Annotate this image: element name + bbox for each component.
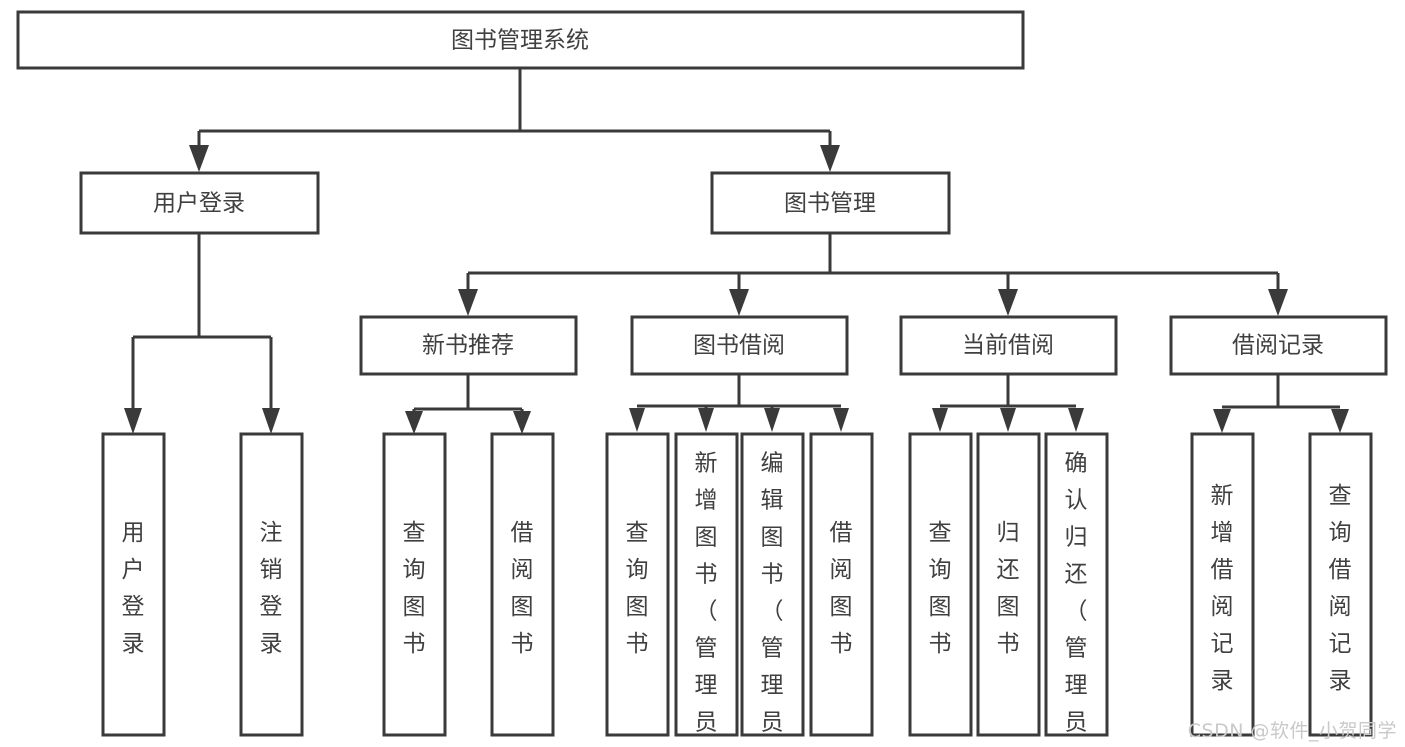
leaf-l4-label: 借阅图书 xyxy=(511,520,534,657)
node-borrow-box[interactable] xyxy=(630,315,849,376)
leaf-l8-box[interactable] xyxy=(809,432,874,737)
node-root[interactable]: 图书管理系统 xyxy=(16,10,1025,70)
leaf-l8-label: 借阅图书 xyxy=(830,520,853,657)
leaf-l4[interactable]: 借阅图书 xyxy=(490,432,555,737)
leaf-l5-box[interactable] xyxy=(605,432,670,737)
node-current-box[interactable] xyxy=(899,315,1118,376)
arrow-login-to-l1 xyxy=(124,408,142,434)
leaf-l12-label: 新增借阅记录 xyxy=(1211,483,1234,694)
leaf-l6-label: 新增图书（管理员） xyxy=(695,451,718,747)
connector-group-borrow xyxy=(629,374,849,432)
leaf-l4-box[interactable] xyxy=(490,432,555,737)
node-current[interactable]: 当前借阅 xyxy=(899,315,1118,376)
connector-group-login xyxy=(124,233,280,434)
arrow-newrec-to-l4 xyxy=(513,411,531,434)
leaf-l6[interactable]: 新增图书（管理员） xyxy=(674,432,739,747)
node-login-label: 用户登录 xyxy=(153,191,245,217)
node-borrow-label: 图书借阅 xyxy=(693,333,785,359)
leaf-l9[interactable]: 查询图书 xyxy=(908,432,973,737)
leaf-l13[interactable]: 查询借阅记录 xyxy=(1308,432,1373,737)
leaf-l9-label: 查询图书 xyxy=(929,520,952,657)
node-record-label: 借阅记录 xyxy=(1232,333,1324,359)
arrow-root-to-bookmg xyxy=(820,145,840,172)
arrow-current-to-l11 xyxy=(1068,408,1084,432)
arrow-borrow-to-l7 xyxy=(764,408,780,432)
leaf-l1[interactable]: 用户登录 xyxy=(101,432,166,737)
leaf-l12[interactable]: 新增借阅记录 xyxy=(1190,432,1255,737)
leaf-l12-box[interactable] xyxy=(1190,432,1255,737)
node-login-box[interactable] xyxy=(79,171,320,235)
arrow-bookmg-to-record xyxy=(1268,289,1288,316)
leaf-l3[interactable]: 查询图书 xyxy=(382,432,447,737)
arrow-login-to-l2 xyxy=(262,408,280,434)
connector-group-record xyxy=(1213,374,1349,433)
leaf-l10-box[interactable] xyxy=(976,432,1041,737)
leaf-l11-box[interactable] xyxy=(1044,432,1109,737)
connector-group-root xyxy=(189,68,840,172)
connector-group-newrec xyxy=(405,374,531,434)
leaf-l3-label: 查询图书 xyxy=(403,520,426,657)
arrow-bookmg-to-newrec xyxy=(458,289,478,316)
leaf-l1-label: 用户登录 xyxy=(122,520,145,657)
leaf-l1-box[interactable] xyxy=(101,432,166,737)
node-newrec[interactable]: 新书推荐 xyxy=(359,315,578,376)
leaf-l7[interactable]: 编辑图书（管理员） xyxy=(740,432,805,747)
leaf-l7-box[interactable] xyxy=(740,432,805,737)
leaf-l3-box[interactable] xyxy=(382,432,447,737)
leaf-l11-label: 确认归还（管理员） xyxy=(1065,451,1088,747)
arrow-record-to-l12 xyxy=(1213,409,1231,433)
arrow-current-to-l10 xyxy=(1000,408,1016,432)
arrow-bookmg-to-current xyxy=(998,289,1018,316)
node-root-label: 图书管理系统 xyxy=(451,28,589,54)
leaf-l8[interactable]: 借阅图书 xyxy=(809,432,874,737)
leaf-l2-box[interactable] xyxy=(239,432,304,737)
leaf-l5[interactable]: 查询图书 xyxy=(605,432,670,737)
node-newrec-label: 新书推荐 xyxy=(422,333,514,359)
leaf-l13-box[interactable] xyxy=(1308,432,1373,737)
node-login[interactable]: 用户登录 xyxy=(79,171,320,235)
leaf-l6-box[interactable] xyxy=(674,432,739,737)
connector-group-bookmg xyxy=(458,233,1288,316)
arrow-borrow-to-l8 xyxy=(833,408,849,432)
arrow-borrow-to-l6 xyxy=(698,408,714,432)
node-bookmg[interactable]: 图书管理 xyxy=(710,171,951,235)
node-newrec-box[interactable] xyxy=(359,315,578,376)
leaf-l5-label: 查询图书 xyxy=(626,520,649,657)
node-record-box[interactable] xyxy=(1169,315,1388,376)
arrow-current-to-l9 xyxy=(932,408,948,432)
node-root-box[interactable] xyxy=(16,10,1025,70)
csdn-watermark: CSDN @软件_小贺同学 xyxy=(1187,720,1397,742)
leaf-l13-label: 查询借阅记录 xyxy=(1329,483,1352,694)
leaf-l7-label: 编辑图书（管理员） xyxy=(761,451,784,747)
node-record[interactable]: 借阅记录 xyxy=(1169,315,1388,376)
arrow-bookmg-to-borrow xyxy=(729,289,749,316)
node-borrow[interactable]: 图书借阅 xyxy=(630,315,849,376)
leaf-l2[interactable]: 注销登录 xyxy=(239,432,304,737)
arrow-root-to-login xyxy=(189,145,209,172)
node-bookmg-label: 图书管理 xyxy=(784,191,876,217)
connector-group-current xyxy=(932,374,1084,432)
leaf-l10-label: 归还图书 xyxy=(997,520,1020,657)
leaf-l2-label: 注销登录 xyxy=(260,520,283,657)
leaf-l9-box[interactable] xyxy=(908,432,973,737)
arrow-borrow-to-l5 xyxy=(629,408,645,432)
arrow-newrec-to-l3 xyxy=(405,411,423,434)
leaf-l11[interactable]: 确认归还（管理员） xyxy=(1044,432,1109,747)
node-current-label: 当前借阅 xyxy=(962,333,1054,359)
arrow-record-to-l13 xyxy=(1331,409,1349,433)
leaf-l10[interactable]: 归还图书 xyxy=(976,432,1041,737)
node-bookmg-box[interactable] xyxy=(710,171,951,235)
